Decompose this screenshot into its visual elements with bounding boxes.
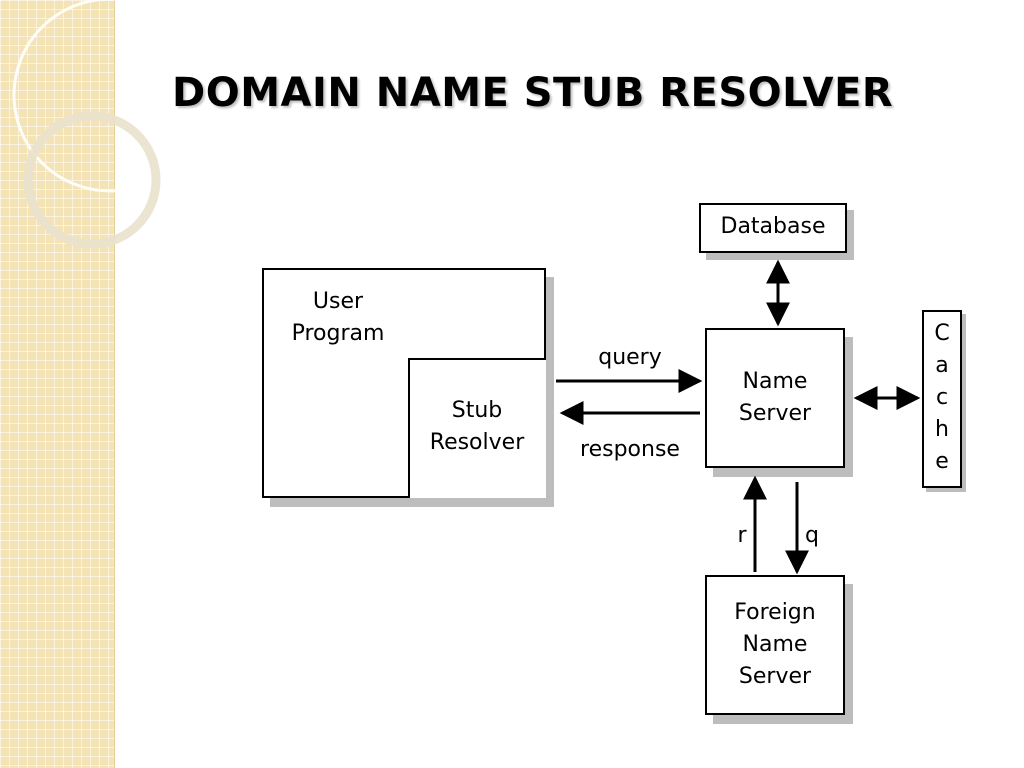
name-server-box: [705, 328, 845, 468]
response-label: response: [580, 437, 680, 462]
database-label: Database: [720, 214, 826, 239]
slide-title: DOMAIN NAME STUB RESOLVER: [172, 70, 894, 116]
database-box: [699, 203, 847, 253]
stub-resolver-box: [408, 358, 546, 498]
decorative-ring-large: [12, 0, 200, 193]
user-program-box: [262, 268, 546, 498]
user-program-label: User Program: [291, 289, 385, 346]
cache-box: C a c h e: [922, 310, 962, 488]
r-label: r: [737, 523, 747, 548]
query-label: query: [598, 345, 662, 370]
decorative-ring-small: [23, 111, 161, 249]
decorative-rings: [12, 0, 200, 249]
name-server-label: Name Server: [738, 369, 812, 426]
foreign-name-server-label: Foreign Name Server: [734, 600, 816, 689]
foreign-name-server-box: [705, 575, 845, 715]
q-label: q: [805, 523, 819, 548]
cache-label: C a c h e: [934, 321, 950, 474]
stub-resolver-label: Stub Resolver: [429, 398, 525, 455]
